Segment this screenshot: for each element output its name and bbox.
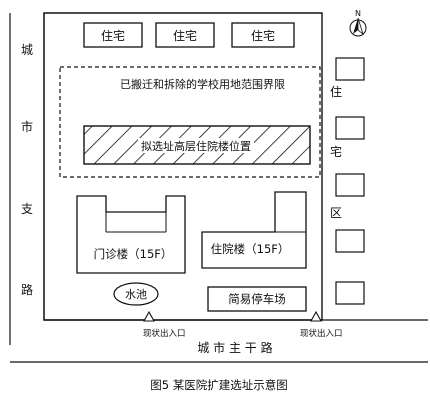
residence-top-2 bbox=[155, 22, 215, 48]
entrance-left-marker bbox=[143, 310, 155, 322]
inpatient-label: 住院楼（15F） bbox=[211, 242, 290, 256]
residence-right-4 bbox=[335, 229, 365, 253]
proposed-highrise-label: 拟选址高层住院楼位置 bbox=[141, 139, 251, 153]
residence-right-char-1: 住 bbox=[330, 85, 342, 99]
north-label: N bbox=[355, 9, 361, 18]
pond-label: 水池 bbox=[125, 288, 147, 301]
parking-label: 简易停车场 bbox=[228, 292, 286, 306]
residence-right-3 bbox=[335, 173, 365, 197]
school-land-boundary bbox=[59, 66, 321, 178]
school-boundary-label: 已搬迁和拆除的学校用地范围界限 bbox=[120, 77, 285, 91]
left-road-char-4: 路 bbox=[21, 282, 33, 297]
residence-right-char-2: 宅 bbox=[330, 144, 342, 159]
main-road-label: 城 市 主 干 路 bbox=[197, 340, 272, 355]
outpatient-label: 门诊楼（15F） bbox=[94, 247, 173, 261]
entrance-right-label: 现状出入口 bbox=[300, 328, 343, 339]
entrance-left-label: 现状出入口 bbox=[143, 328, 186, 339]
pond bbox=[113, 282, 159, 306]
north-arrow-icon bbox=[349, 17, 367, 37]
residence-right-char-3: 区 bbox=[330, 206, 342, 220]
residence-top-3 bbox=[231, 22, 295, 48]
site-boundary bbox=[43, 12, 323, 321]
outpatient-building bbox=[76, 195, 186, 274]
residence-top-3-label: 住宅 bbox=[251, 28, 275, 43]
residence-top-1 bbox=[83, 22, 143, 48]
figure-caption: 图5 某医院扩建选址示意图 bbox=[150, 378, 287, 392]
inpatient-building bbox=[201, 191, 307, 269]
left-road-char-1: 城 bbox=[21, 43, 33, 57]
residence-right-2 bbox=[335, 116, 365, 140]
residence-right-5 bbox=[335, 281, 365, 305]
entrance-right-marker bbox=[310, 310, 322, 322]
residence-right-1 bbox=[335, 57, 365, 81]
residence-top-2-label: 住宅 bbox=[173, 28, 197, 43]
left-road-char-3: 支 bbox=[21, 202, 33, 216]
parking-lot bbox=[207, 286, 307, 312]
left-road-char-2: 市 bbox=[21, 119, 33, 134]
residence-top-1-label: 住宅 bbox=[101, 28, 125, 43]
proposed-label-bg bbox=[138, 138, 254, 153]
